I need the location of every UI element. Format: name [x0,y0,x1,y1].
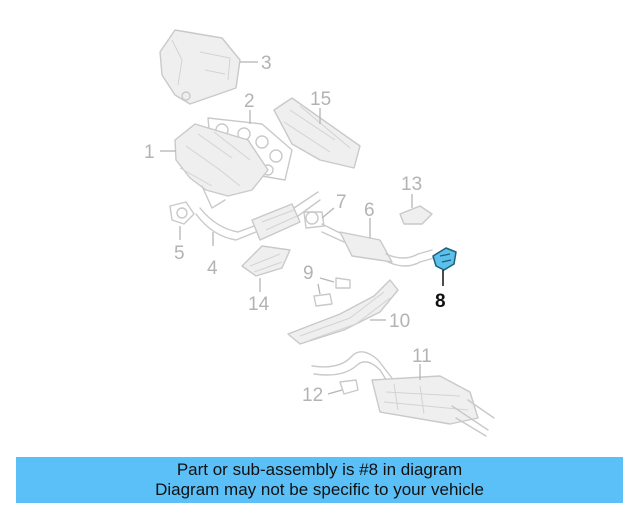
callout-14: 14 [248,294,270,315]
callout-15: 15 [310,89,331,110]
banner-line-2: Diagram may not be specific to your vehi… [155,480,484,499]
callout-13: 13 [401,174,422,195]
callout-5: 5 [174,243,185,264]
callout-10: 10 [389,311,410,332]
part-3-heat-shield: 3 [159,29,272,105]
part-6-center-pipe: 6 [321,200,435,267]
info-banner: Part or sub-assembly is #8 in diagram Di… [16,457,623,503]
part-15-heat-shield: 15 [273,89,361,169]
callout-8: 8 [435,291,446,312]
part-5-flange-gasket: 5 [169,201,195,264]
callout-12: 12 [302,385,323,406]
callout-9: 9 [303,263,314,284]
part-7-clamp: 7 [303,192,347,229]
callout-2: 2 [244,91,255,112]
exhaust-parts-diagram: 3 2 15 1 5 4 [144,29,495,437]
part-8-hanger-highlighted: 8 [432,247,457,312]
part-11-rear-muffler: 11 [311,346,495,437]
part-9-hanger-clip: 9 [303,263,351,307]
part-10-heat-shield: 10 [287,279,410,345]
callout-11: 11 [412,346,432,367]
part-4-catalytic-converter: 4 [195,191,321,279]
part-12-hanger: 12 [302,379,359,406]
callout-3: 3 [261,53,272,74]
part-13-bracket: 13 [399,174,433,225]
banner-line-1: Part or sub-assembly is #8 in diagram [176,460,463,479]
part-14-heat-shield: 14 [241,245,291,315]
callout-1: 1 [144,142,155,163]
callout-4: 4 [207,258,218,279]
part-1-exhaust-manifold: 1 [144,123,269,209]
callout-6: 6 [364,200,375,221]
callout-7: 7 [336,192,347,213]
